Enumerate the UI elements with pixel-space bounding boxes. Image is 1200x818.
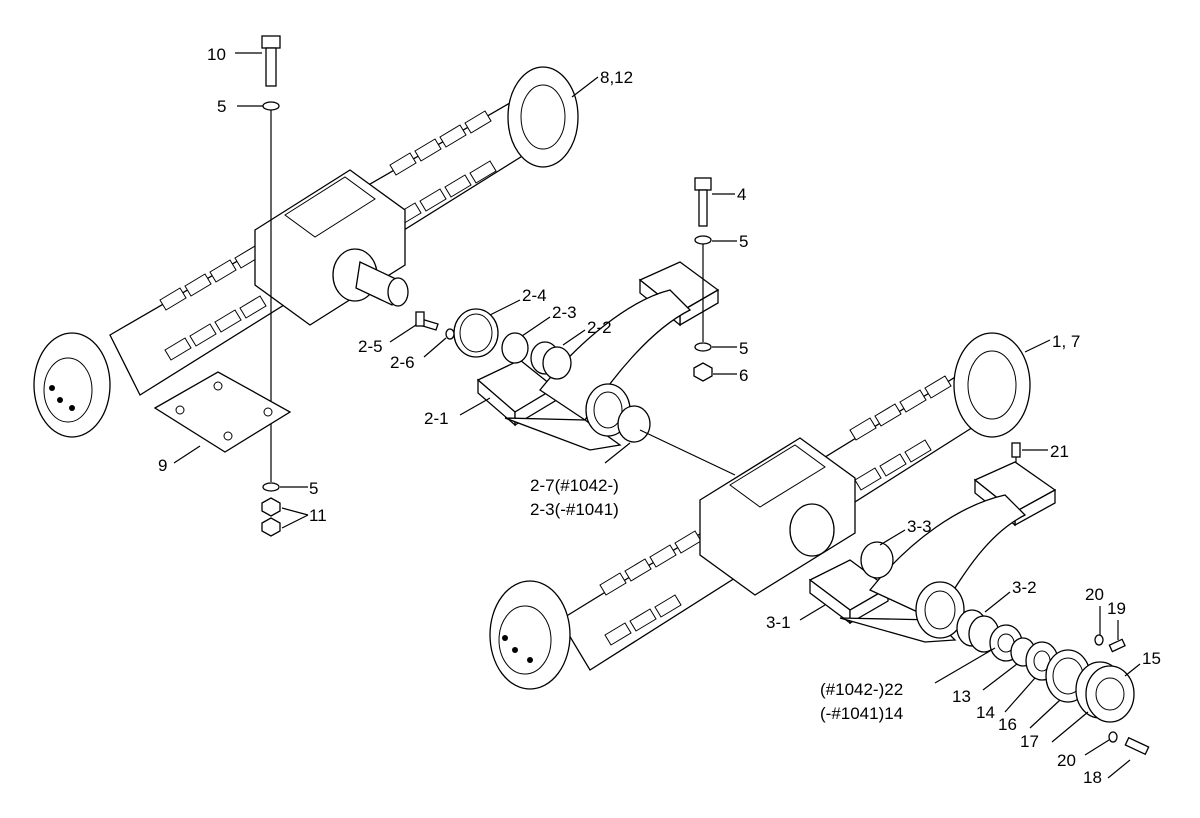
callout-5-right-lower: 5 xyxy=(739,339,748,358)
part-2-2-bush xyxy=(530,341,572,380)
callout-8-12: 8,12 xyxy=(600,68,633,87)
callout-2-5: 2-5 xyxy=(358,337,383,356)
part-2-3-ring xyxy=(501,332,529,364)
callout-2-1: 2-1 xyxy=(424,409,449,428)
part-5-washer-right-top xyxy=(694,235,712,245)
part-5-washer-right-bottom xyxy=(694,342,712,352)
upper-axle-fins-left xyxy=(159,245,267,361)
part-2-5-bolt xyxy=(415,311,439,331)
part-20-washer-top xyxy=(1094,634,1104,646)
callout-20-bottom: 20 xyxy=(1057,751,1076,770)
part-18-bolt xyxy=(1124,736,1150,756)
callout-2-4: 2-4 xyxy=(522,286,547,305)
callout-18: 18 xyxy=(1083,768,1102,787)
callout-3-3: 3-3 xyxy=(907,517,932,536)
callout-5-lower-left: 5 xyxy=(309,479,318,498)
callout-22: (#1042-)22 xyxy=(820,680,903,699)
part-19-bolt xyxy=(1108,638,1126,653)
callout-19: 19 xyxy=(1107,599,1126,618)
lower-bracket-assembly xyxy=(808,461,1057,643)
callout-5-right-upper: 5 xyxy=(739,232,748,251)
part-5-washer-top xyxy=(262,101,280,111)
part-15-cover xyxy=(1075,661,1135,723)
callout-17: 17 xyxy=(1020,732,1039,751)
callout-10: 10 xyxy=(207,45,226,64)
callout-11: 11 xyxy=(309,506,327,525)
callout-14-1041: (-#1041)14 xyxy=(820,704,903,723)
callout-6: 6 xyxy=(739,366,748,385)
callout-15: 15 xyxy=(1142,649,1161,668)
part-20-washer-bottom xyxy=(1108,731,1118,743)
callout-2-7-1042: 2-7(#1042-) xyxy=(530,476,619,495)
callout-9: 9 xyxy=(158,456,167,475)
upper-axle-assembly xyxy=(33,66,579,438)
callout-2-6: 2-6 xyxy=(390,353,415,372)
callout-4: 4 xyxy=(737,185,746,204)
callout-16: 16 xyxy=(998,715,1017,734)
upper-bracket-assembly xyxy=(476,261,720,451)
part-9-plate xyxy=(153,371,292,453)
part-2-7-oring xyxy=(617,405,651,443)
callout-5-upper-left: 5 xyxy=(217,97,226,116)
part-21-plug xyxy=(1011,442,1021,458)
part-10-bolt xyxy=(261,35,281,87)
part-11-nuts xyxy=(261,497,281,537)
part-4-bolt xyxy=(694,177,712,227)
part-2-6-washer xyxy=(445,328,455,340)
lower-axle-assembly xyxy=(489,332,1031,690)
leader-lines xyxy=(173,52,1141,779)
callout-2-3-1041: 2-3(-#1041) xyxy=(530,500,619,519)
lower-axle-fins-right xyxy=(849,375,952,491)
part-3-3-oring xyxy=(860,541,894,579)
callout-3-1: 3-1 xyxy=(766,613,791,632)
callout-21: 21 xyxy=(1050,442,1069,461)
part-6-nut xyxy=(693,362,713,382)
callout-20-top: 20 xyxy=(1085,585,1104,604)
part-5-washer-bottom xyxy=(262,482,280,492)
callout-1-7: 1, 7 xyxy=(1052,332,1080,351)
callout-13: 13 xyxy=(952,687,971,706)
callout-2-3: 2-3 xyxy=(552,303,577,322)
callout-14: 14 xyxy=(976,703,995,722)
callout-2-2: 2-2 xyxy=(587,318,612,337)
callout-3-2: 3-2 xyxy=(1012,578,1037,597)
lower-axle-fins-left xyxy=(599,530,702,646)
